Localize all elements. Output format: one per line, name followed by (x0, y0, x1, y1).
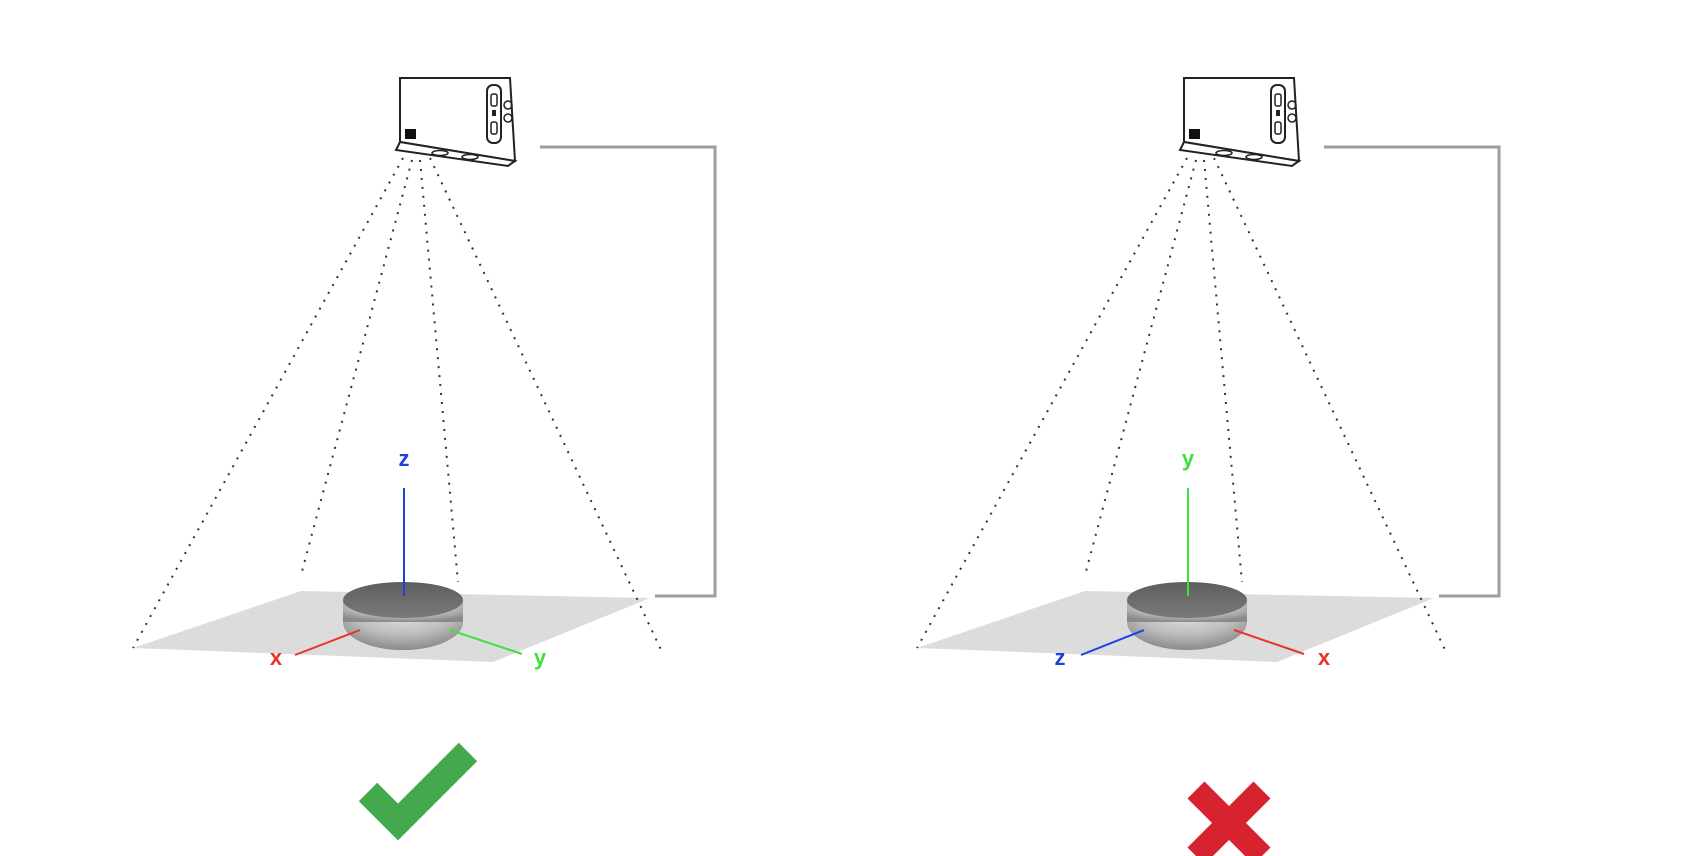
field-of-view-lines (916, 157, 1447, 653)
axis-right-label: y (534, 645, 547, 670)
axis-left-line (294, 629, 361, 656)
mount-bracket (1324, 145, 1501, 598)
object-puck (1127, 582, 1247, 650)
axis-left-label: x (270, 645, 283, 670)
coordinate-axes-correct: z x y (270, 446, 547, 670)
object-puck (343, 582, 463, 650)
depth-camera (1178, 77, 1302, 168)
axis-up-label: y (1182, 446, 1195, 471)
axis-right-line (1233, 629, 1305, 655)
depth-camera (394, 77, 518, 168)
axis-up-label: z (399, 446, 410, 471)
panel-incorrect: y z x (916, 77, 1501, 856)
cross-icon (1187, 781, 1271, 856)
check-icon (358, 742, 478, 841)
axis-right-line (449, 629, 523, 655)
mount-bracket (540, 145, 717, 598)
field-of-view-lines (132, 157, 663, 653)
panel-correct: z x y (132, 77, 717, 841)
axis-left-label: z (1055, 645, 1066, 670)
axis-right-label: x (1318, 645, 1331, 670)
axis-left-line (1080, 629, 1145, 656)
coordinate-axes-incorrect: y z x (1055, 446, 1331, 670)
